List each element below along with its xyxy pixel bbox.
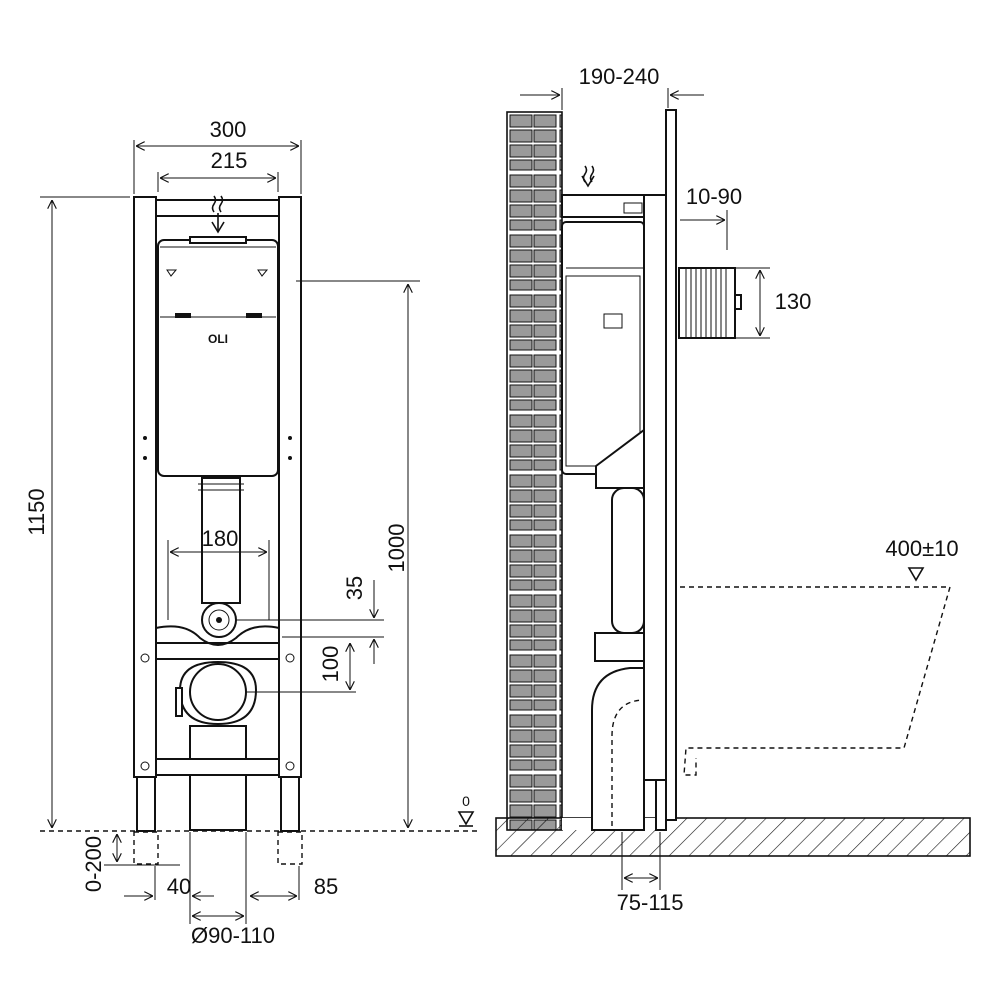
- finishing-panel: [665, 109, 677, 821]
- frame-left-upright: [133, 196, 157, 778]
- frame-bottom-bar: [155, 758, 280, 776]
- leg-right: [280, 776, 300, 832]
- leg-left: [136, 776, 156, 832]
- datum-marker-icon: [457, 811, 475, 826]
- dim-bowl-400: 400±10: [885, 536, 958, 561]
- dim-width-215: 215: [211, 148, 248, 173]
- dim-width-300: 300: [210, 117, 247, 142]
- dim-panel-10-90: 10-90: [686, 184, 742, 209]
- cistern: [157, 239, 279, 477]
- brick-wall: [506, 111, 563, 831]
- water-inlet-side-icon: [581, 165, 595, 188]
- side-view: 190-240 10-90 130 400±10 75-115: [495, 64, 971, 915]
- dim-actuator-130: 130: [775, 289, 812, 314]
- dim-offset-35: 35: [342, 576, 367, 600]
- drain-elbow: [591, 667, 645, 831]
- datum-zero-label: 0: [462, 793, 470, 809]
- dim-foot-40: 40: [167, 874, 191, 899]
- dim-foot-85: 85: [314, 874, 338, 899]
- leg-left-dashed: [133, 831, 159, 865]
- dim-height-1000: 1000: [384, 524, 409, 573]
- dim-floor-75-115: 75-115: [617, 890, 684, 915]
- flush-actuator: [678, 267, 736, 339]
- frame-right-upright: [278, 196, 302, 778]
- drain-outlet: [189, 663, 247, 721]
- cistern-side: [561, 221, 645, 475]
- leg-right-dashed: [277, 831, 303, 865]
- dim-offset-100: 100: [318, 646, 343, 683]
- cistern-logo: OLI: [208, 332, 228, 346]
- bowl-height-marker-icon: [907, 567, 925, 582]
- drain-pipe: [189, 774, 247, 831]
- side-frame-upright: [643, 194, 667, 781]
- dim-drain-diameter: Ø90-110: [191, 923, 275, 948]
- water-inlet-icon: [211, 195, 225, 234]
- dim-leg-0-200: 0-200: [81, 836, 106, 892]
- dim-spacing-180: 180: [202, 526, 239, 551]
- toilet-bowl-outline: [680, 586, 951, 776]
- dim-height-1150: 1150: [24, 488, 49, 535]
- dim-wall-190-240: 190-240: [579, 64, 660, 89]
- front-view: OLI: [24, 117, 480, 948]
